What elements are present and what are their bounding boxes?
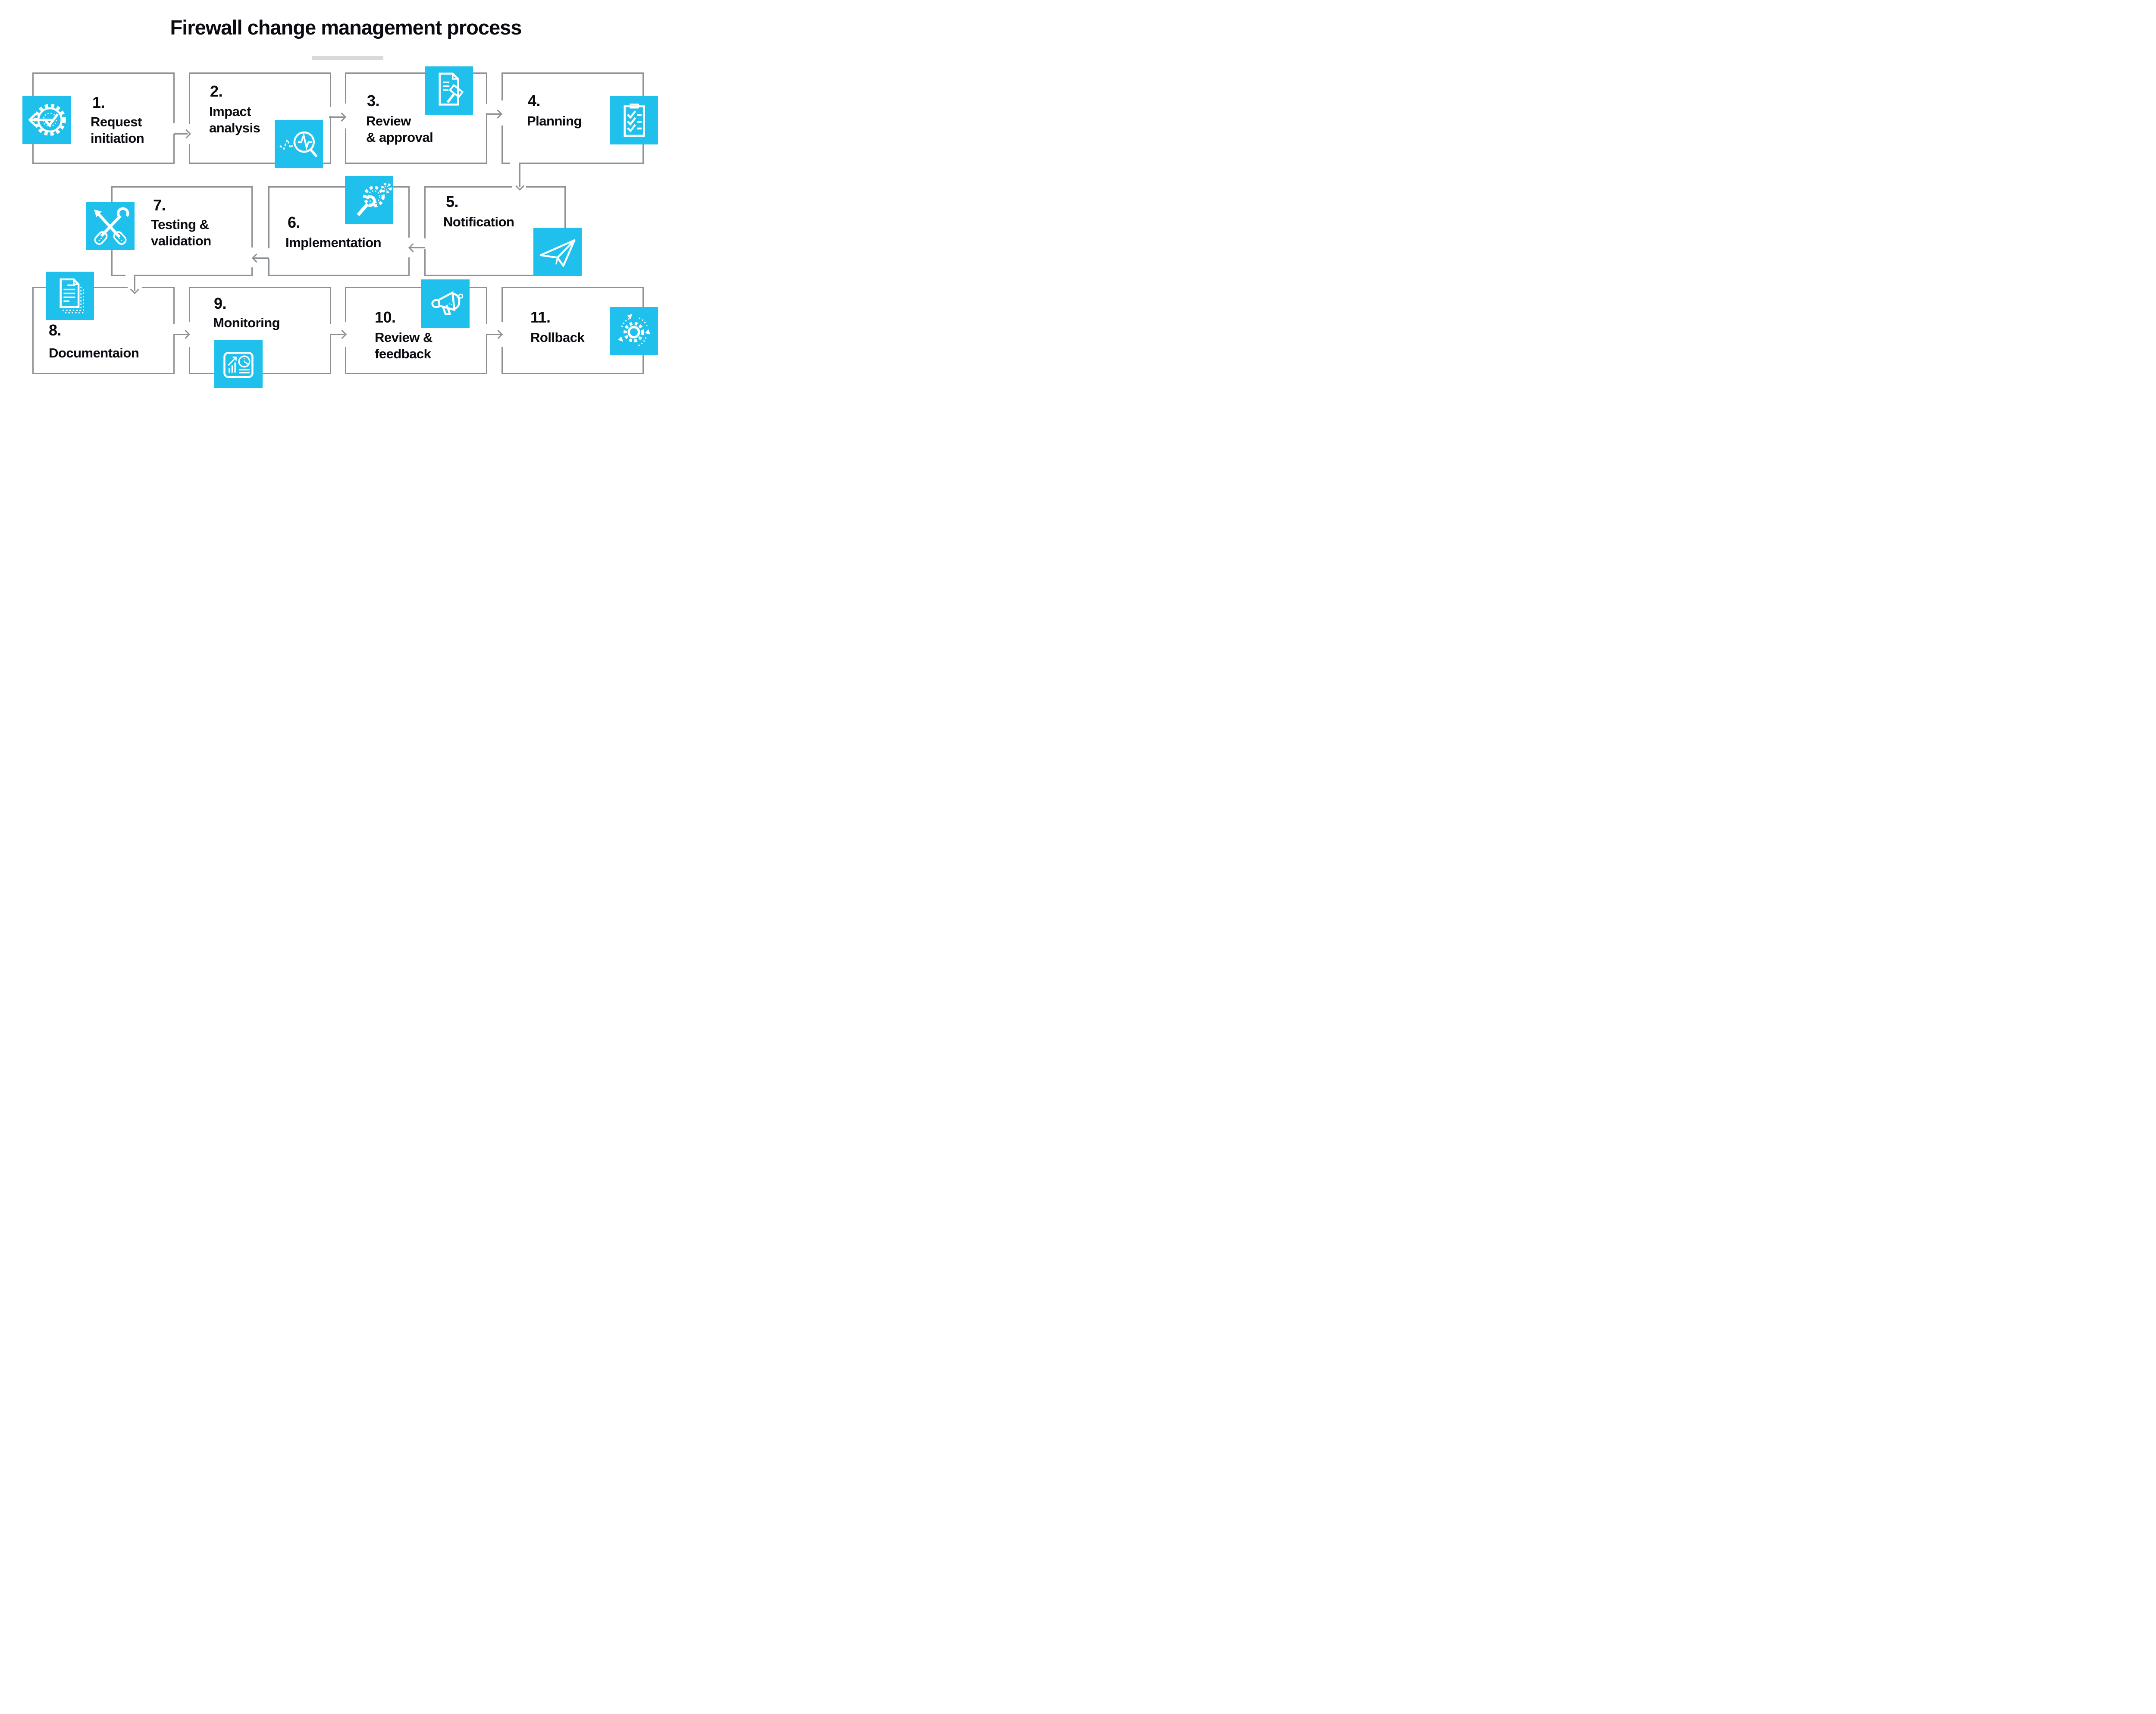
arrow-line xyxy=(330,334,345,335)
step-label: Implementation xyxy=(285,235,382,251)
step-label: Review & feedback xyxy=(375,329,432,362)
stacked-documents-icon xyxy=(46,272,94,320)
step-label: Notification xyxy=(443,214,514,230)
step-label: Rollback xyxy=(530,329,585,346)
border-gap xyxy=(329,107,332,116)
dashboard-chart-icon xyxy=(214,340,263,388)
step-label: Request initiation xyxy=(91,114,144,147)
wrench-gears-icon xyxy=(345,176,393,224)
step-number: 5. xyxy=(446,193,459,210)
step-label-line: analysis xyxy=(209,120,260,135)
clipboard-checklist-icon xyxy=(610,96,658,144)
step-number: 7. xyxy=(153,196,166,214)
megaphone-icon xyxy=(421,279,470,328)
step-label-line: Review & xyxy=(375,330,432,345)
step-label: Monitoring xyxy=(213,315,280,331)
arrow-line xyxy=(254,257,269,259)
border-gap xyxy=(345,103,348,128)
step-number: 11. xyxy=(530,308,551,326)
page-title: Firewall change management process xyxy=(170,16,522,39)
document-gavel-icon xyxy=(425,66,473,115)
arrow-line xyxy=(486,334,501,335)
arrow-line xyxy=(174,133,188,135)
border-gap xyxy=(501,322,504,347)
arrow-line xyxy=(519,163,520,187)
border-gap xyxy=(125,274,134,277)
step-label: Impact analysis xyxy=(209,103,260,136)
step-number: 6. xyxy=(288,213,301,231)
step-label-line: Planning xyxy=(527,113,582,128)
border-gap xyxy=(512,186,526,189)
step-label-line: Monitoring xyxy=(213,315,280,330)
gear-check-arrow-icon xyxy=(22,96,71,144)
border-gap xyxy=(329,324,332,334)
border-gap xyxy=(173,123,176,134)
arrow-line xyxy=(134,275,135,291)
step-label-line: feedback xyxy=(375,346,431,361)
gear-rotation-icon xyxy=(610,307,658,355)
step-number: 4. xyxy=(528,92,541,110)
border-gap xyxy=(424,238,427,249)
border-gap xyxy=(486,104,489,113)
pulse-magnifier-icon xyxy=(275,120,323,168)
arrow-line xyxy=(329,116,344,118)
border-gap xyxy=(188,124,191,144)
step-label-line: Impact xyxy=(209,104,251,119)
step-label-line: Documentaion xyxy=(49,345,139,360)
step-label-line: Rollback xyxy=(530,330,585,345)
border-gap xyxy=(188,322,191,347)
step-number: 9. xyxy=(214,295,227,312)
step-box-2 xyxy=(189,72,331,164)
border-gap xyxy=(345,322,348,347)
paper-plane-icon xyxy=(533,228,582,276)
step-label-line: Testing & xyxy=(151,217,209,232)
step-label-line: Notification xyxy=(443,214,514,229)
border-gap xyxy=(501,100,504,125)
step-number: 1. xyxy=(92,94,105,111)
step-number: 10. xyxy=(375,308,396,326)
step-label-line: validation xyxy=(151,233,211,248)
step-number: 3. xyxy=(367,92,380,110)
step-label-line: Review xyxy=(366,113,411,128)
arrow-line xyxy=(486,113,500,115)
step-label: Planning xyxy=(527,113,582,129)
border-gap xyxy=(486,324,489,334)
border-gap xyxy=(268,248,271,259)
border-gap xyxy=(510,162,519,165)
step-label-line: Implementation xyxy=(285,235,382,250)
step-label-line: initiation xyxy=(91,131,144,146)
border-gap xyxy=(173,324,176,334)
border-gap xyxy=(408,238,411,257)
diagram-canvas: Firewall change management process xyxy=(0,0,676,403)
step-label: Documentaion xyxy=(49,345,139,361)
arrow-line xyxy=(410,247,425,248)
step-number: 8. xyxy=(49,321,62,339)
step-label: Review & approval xyxy=(366,113,433,146)
title-underline xyxy=(312,56,383,60)
arrow-line xyxy=(174,334,188,335)
step-label-line: Request xyxy=(91,114,142,129)
crossed-tools-icon xyxy=(86,202,135,250)
step-box-6 xyxy=(268,186,410,276)
border-gap xyxy=(251,248,254,267)
step-label: Testing & validation xyxy=(151,216,211,249)
step-label-line: & approval xyxy=(366,130,433,145)
step-number: 2. xyxy=(210,82,223,100)
